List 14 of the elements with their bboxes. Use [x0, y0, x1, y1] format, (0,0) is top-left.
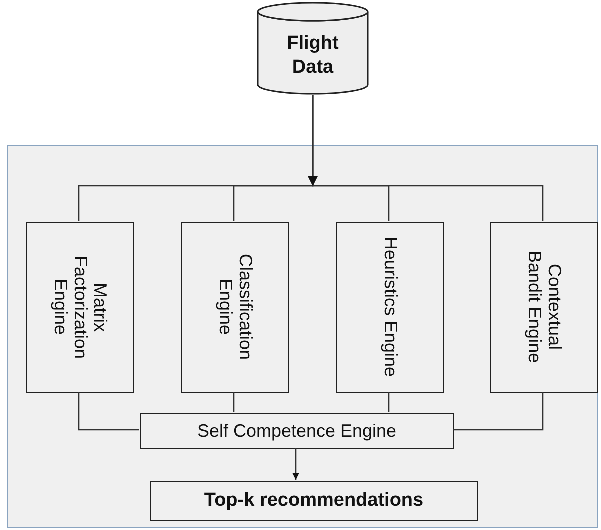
engine-label: Classification Engine [215, 253, 255, 363]
output-label: Top-k recommendations [204, 490, 424, 512]
process-label: Self Competence Engine [197, 420, 397, 442]
engine-box [336, 222, 444, 393]
engine-label: Matrix Factorization Engine [50, 254, 110, 362]
process-box [140, 413, 454, 449]
node-label: Flight Data [286, 32, 340, 80]
engine-box [181, 222, 289, 393]
engine-label: Heuristics Engine [380, 236, 400, 380]
engine-label: Contextual Bandit Engine [524, 250, 564, 366]
output-box [150, 481, 478, 521]
engine-box [490, 222, 598, 393]
system-panel [7, 145, 598, 528]
engine-box [26, 222, 134, 393]
